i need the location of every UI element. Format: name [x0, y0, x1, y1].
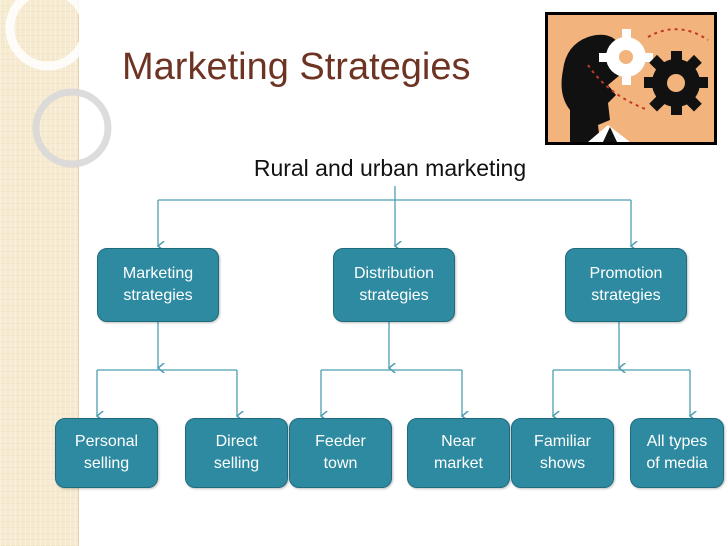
slide-title: Marketing Strategies	[122, 46, 471, 88]
gears-head-illustration	[545, 12, 717, 145]
direct-selling-node: Direct selling	[185, 418, 288, 488]
personal-selling-node: Personal selling	[55, 418, 158, 488]
decorative-circles	[5, 0, 112, 168]
promotion-strategies-node: Promotion strategies	[565, 248, 687, 322]
familiar-shows-node: Familiar shows	[511, 418, 614, 488]
marketing-strategies-node: Marketing strategies	[97, 248, 219, 322]
distribution-strategies-node: Distribution strategies	[333, 248, 455, 322]
root-node: Rural and urban marketing	[253, 155, 527, 181]
all-types-of-media-node: All types of media	[630, 418, 724, 488]
near-market-node: Near market	[407, 418, 510, 488]
feeder-town-node: Feeder town	[289, 418, 392, 488]
